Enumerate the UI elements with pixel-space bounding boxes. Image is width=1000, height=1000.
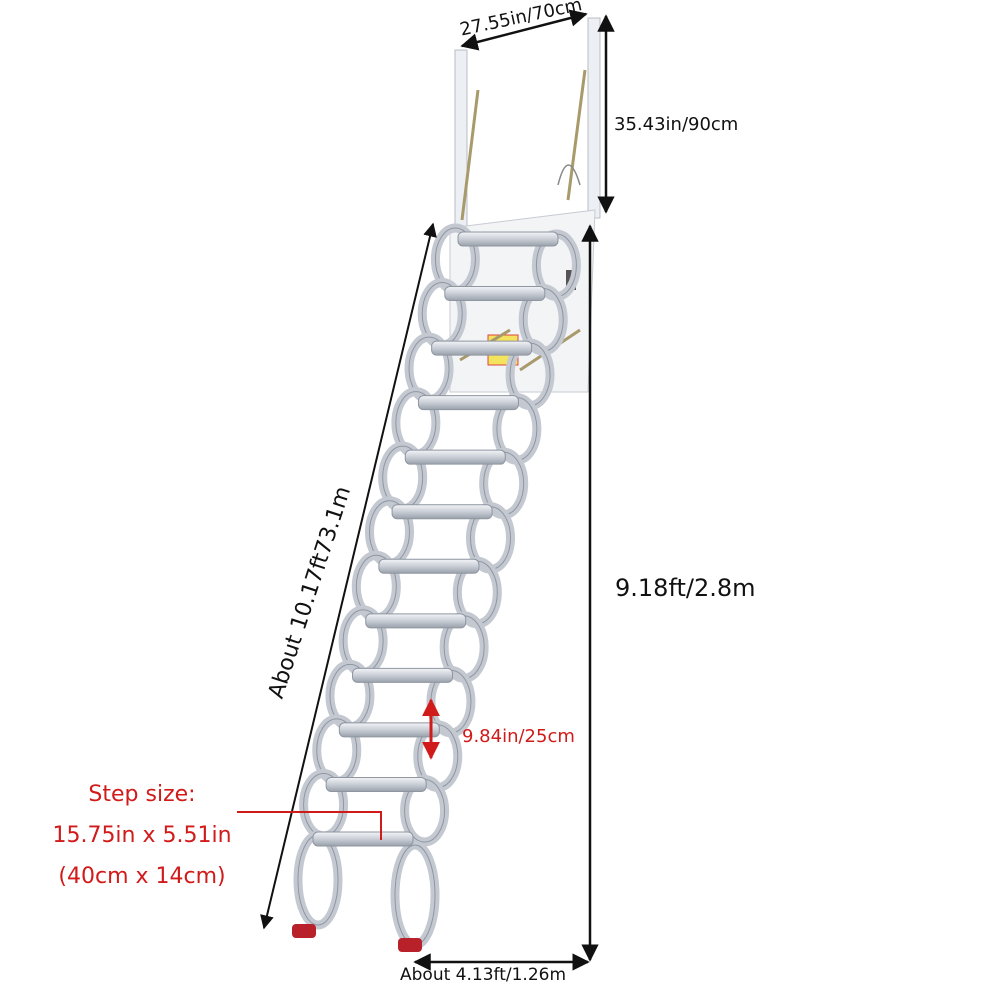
ladder-step xyxy=(391,504,493,520)
ladder-step xyxy=(431,340,533,356)
total-height-label: 9.18ft/2.8m xyxy=(615,574,756,602)
step-rise-label: 9.84in/25cm xyxy=(462,726,575,747)
ladder-step xyxy=(444,286,546,302)
hatch-height-label: 35.43in/90cm xyxy=(614,114,739,135)
step-size-leader xyxy=(237,811,382,840)
step-size-title: Step size: xyxy=(88,782,196,807)
ladder-length-arrow xyxy=(260,222,437,930)
base-depth-label: About 4.13ft/1.26m xyxy=(400,965,567,985)
dimension-lines xyxy=(237,9,615,971)
ladder-step xyxy=(404,449,506,465)
step-size-imperial: 15.75in x 5.51in xyxy=(52,823,232,848)
step-size-metric: (40cm x 14cm) xyxy=(58,864,226,889)
ladder-step xyxy=(378,558,480,574)
ladder-step xyxy=(312,831,414,847)
ladder-step xyxy=(352,667,454,683)
ladder-step xyxy=(365,613,467,629)
hatch-width-arrow xyxy=(460,9,588,51)
ladder-step xyxy=(457,231,559,247)
ladder-step xyxy=(325,776,427,792)
step-size-callout: Step size: 15.75in x 5.51in (40cm x 14cm… xyxy=(30,774,254,897)
ladder-step xyxy=(417,395,519,411)
ladder-step xyxy=(338,722,440,738)
